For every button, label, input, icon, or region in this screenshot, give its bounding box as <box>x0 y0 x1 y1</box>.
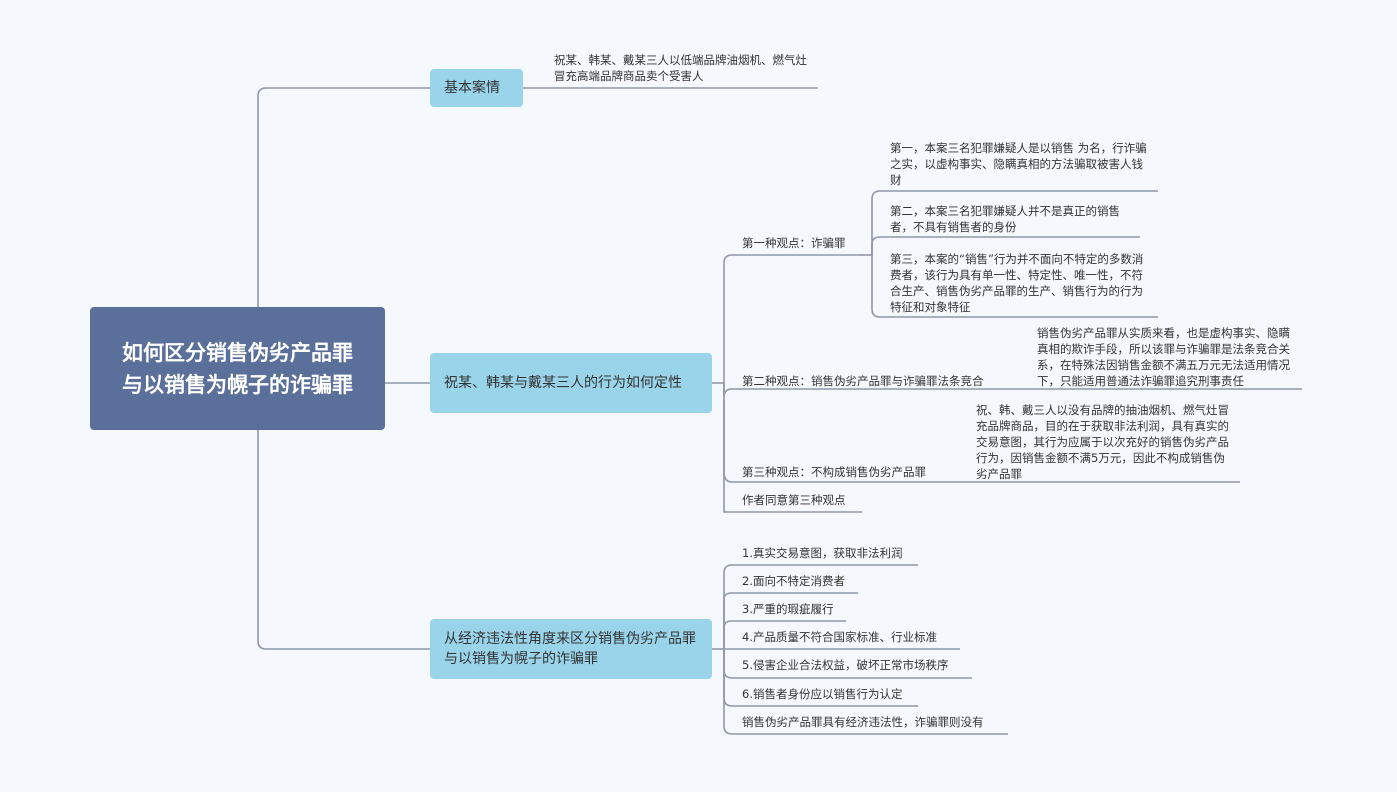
leaf-text: 2.面向不特定消费者 <box>742 574 845 588</box>
point-4-quality-standards[interactable]: 4.产品质量不符合国家标准、行业标准 <box>738 629 973 645</box>
leaf-text: 第三，本案的“销售”行为并不面向不特定的多数消费者，该行为具有单一性、特定性、唯… <box>890 252 1144 314</box>
point-3-defective-performance[interactable]: 3.严重的瑕疵履行 <box>738 601 858 617</box>
point-5-market-order[interactable]: 5.侵害企业合法权益，破坏正常市场秩序 <box>738 657 978 673</box>
view-three-not-constituted[interactable]: 第三种观点：不构成销售伪劣产品罪 <box>738 464 963 480</box>
leaf-text: 5.侵害企业合法权益，破坏正常市场秩序 <box>742 658 949 672</box>
point-2-unspecified-consumers[interactable]: 2.面向不特定消费者 <box>738 573 878 589</box>
branch-economic-illegality[interactable]: 从经济违法性角度来区分销售伪劣产品罪与以销售为幌子的诈骗罪 <box>430 619 712 679</box>
leaf-text: 第一，本案三名犯罪嫌疑人是以销售 为名，行诈骗之实，以虚构事实、隐瞒真相的方法骗… <box>890 141 1147 187</box>
view-three-reason[interactable]: 祝、韩、戴三人以没有品牌的抽油烟机、燃气灶冒充品牌商品，目的在于获取非法利润，具… <box>972 402 1240 482</box>
point-1-real-transaction[interactable]: 1.真实交易意图，获取非法利润 <box>738 545 938 561</box>
leaf-text: 第二种观点：销售伪劣产品罪与诈骗罪法条竞合 <box>742 374 984 388</box>
leaf-text: 作者同意第三种观点 <box>742 493 846 507</box>
branch-label: 祝某、韩某与戴某三人的行为如何定性 <box>444 375 682 391</box>
view-one-reason-2[interactable]: 第二，本案三名犯罪嫌疑人并不是真正的销售者，不具有销售者的身份 <box>886 203 1142 235</box>
view-one-reason-1[interactable]: 第一，本案三名犯罪嫌疑人是以销售 为名，行诈骗之实，以虚构事实、隐瞒真相的方法骗… <box>886 140 1158 188</box>
point-6-seller-identity[interactable]: 6.销售者身份应以销售行为认定 <box>738 686 938 702</box>
leaf-text: 1.真实交易意图，获取非法利润 <box>742 546 903 560</box>
leaf-text: 第二，本案三名犯罪嫌疑人并不是真正的销售者，不具有销售者的身份 <box>890 204 1120 234</box>
view-one-reason-3[interactable]: 第三，本案的“销售”行为并不面向不特定的多数消费者，该行为具有单一性、特定性、唯… <box>886 251 1158 315</box>
leaf-text: 第一种观点：诈骗罪 <box>742 236 846 250</box>
branch-label: 基本案情 <box>444 80 500 96</box>
leaf-text: 第三种观点：不构成销售伪劣产品罪 <box>742 465 926 479</box>
leaf-case-summary[interactable]: 祝某、韩某、戴某三人以低端品牌油烟机、燃气灶冒充高端品牌商品卖个受害人 <box>550 52 820 84</box>
leaf-text: 祝某、韩某、戴某三人以低端品牌油烟机、燃气灶冒充高端品牌商品卖个受害人 <box>554 53 807 83</box>
root-topic[interactable]: 如何区分销售伪劣产品罪与以销售为幌子的诈骗罪 <box>90 307 385 430</box>
view-two-reason[interactable]: 销售伪劣产品罪从实质来看，也是虚构事实、隐瞒真相的欺诈手段，所以该罪与诈骗罪是法… <box>1033 325 1301 389</box>
leaf-text: 4.产品质量不符合国家标准、行业标准 <box>742 630 937 644</box>
leaf-text: 销售伪劣产品罪具有经济违法性，诈骗罪则没有 <box>742 715 984 729</box>
branch-label: 从经济违法性角度来区分销售伪劣产品罪与以销售为幌子的诈骗罪 <box>444 631 696 667</box>
branch-conduct-characterization[interactable]: 祝某、韩某与戴某三人的行为如何定性 <box>430 353 712 413</box>
leaf-text: 销售伪劣产品罪从实质来看，也是虚构事实、隐瞒真相的欺诈手段，所以该罪与诈骗罪是法… <box>1037 326 1290 388</box>
author-agrees-view-three[interactable]: 作者同意第三种观点 <box>738 492 868 508</box>
root-title: 如何区分销售伪劣产品罪与以销售为幌子的诈骗罪 <box>122 340 353 397</box>
conclusion-economic-illegality[interactable]: 销售伪劣产品罪具有经济违法性，诈骗罪则没有 <box>738 714 1013 730</box>
view-two-concurrence[interactable]: 第二种观点：销售伪劣产品罪与诈骗罪法条竞合 <box>738 373 1028 389</box>
leaf-text: 祝、韩、戴三人以没有品牌的抽油烟机、燃气灶冒充品牌商品，目的在于获取非法利润，具… <box>976 403 1229 481</box>
leaf-text: 3.严重的瑕疵履行 <box>742 602 834 616</box>
view-one-fraud[interactable]: 第一种观点：诈骗罪 <box>738 235 863 251</box>
leaf-text: 6.销售者身份应以销售行为认定 <box>742 687 903 701</box>
branch-case-facts[interactable]: 基本案情 <box>430 69 523 107</box>
